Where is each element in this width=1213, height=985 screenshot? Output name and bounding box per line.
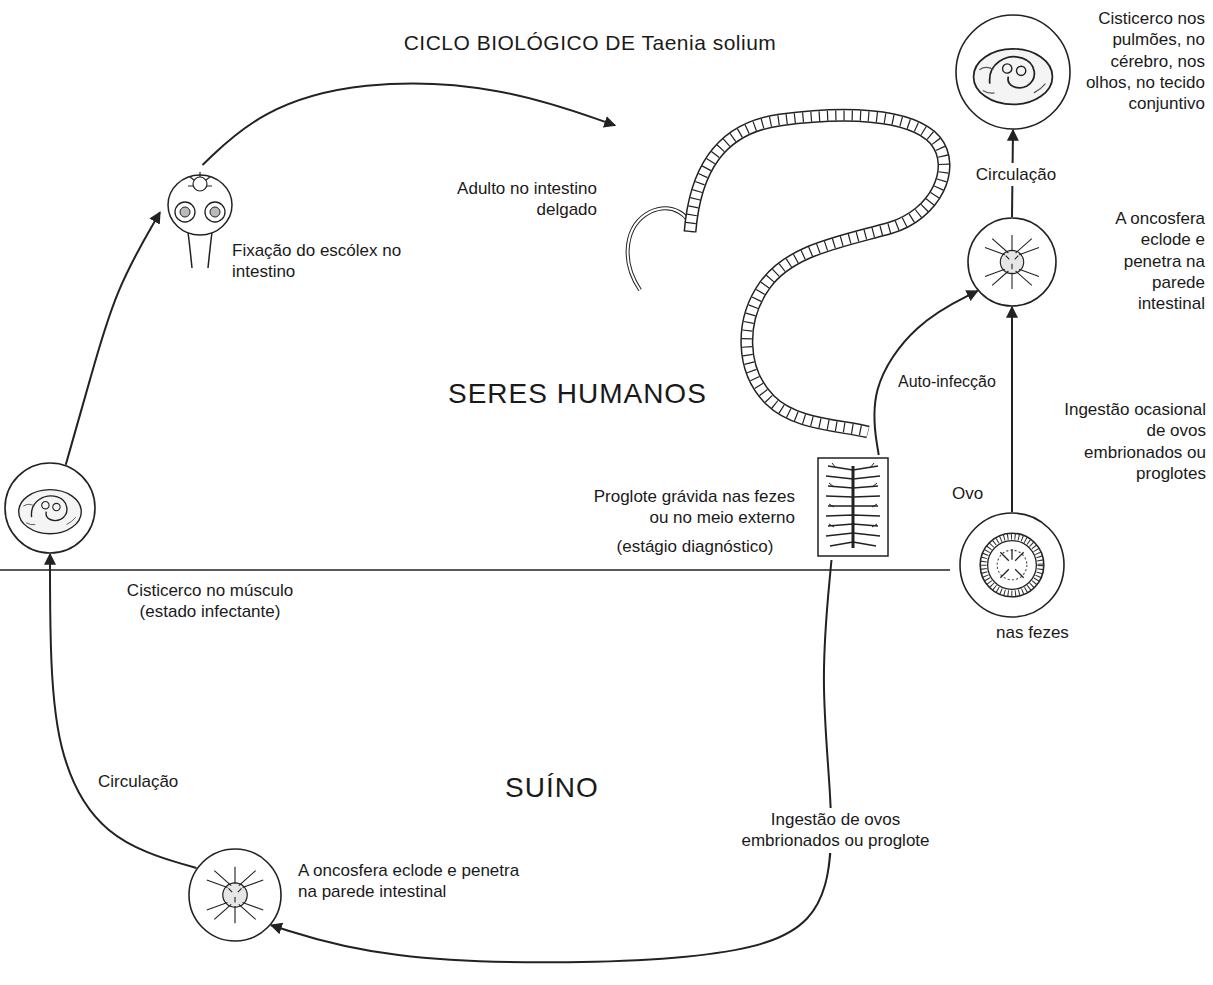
circle-outline bbox=[955, 14, 1071, 130]
proglottid-stage: Proglote grávida nas fezes ou no meio ex… bbox=[800, 455, 905, 560]
stage-label: Ovo bbox=[952, 483, 998, 504]
stage-label: Fixação do escólex no intestino bbox=[232, 240, 402, 283]
edge-label: Ingestão de ovos embrionados ou proglote bbox=[735, 808, 936, 853]
egg-figure bbox=[980, 533, 1044, 597]
proglottid-figure bbox=[818, 458, 888, 556]
circle-outline bbox=[956, 15, 1070, 129]
host-region-label: SUÍNO bbox=[505, 770, 599, 805]
cycle-arrow bbox=[203, 84, 616, 165]
cysticercus-figure bbox=[974, 49, 1053, 105]
cycle-arrow bbox=[271, 560, 831, 962]
cysticercus-figure bbox=[19, 490, 82, 534]
stage-circle: Ovonas fezes bbox=[959, 512, 1065, 618]
circle-outline bbox=[4, 462, 96, 554]
circle-outline bbox=[188, 848, 282, 942]
stage-label: nas fezes bbox=[985, 622, 1080, 643]
edge-label: Circulação bbox=[95, 770, 196, 793]
stage-label: Cisticerco nos pulmões, no cérebro, nos … bbox=[1077, 8, 1205, 114]
adult-worm-stage: Adulto no intestino delgado bbox=[615, 105, 960, 445]
diagram-title: CICLO BIOLÓGICO DE Taenia solium bbox=[340, 30, 840, 56]
oncosphere-figure bbox=[985, 235, 1039, 289]
stage-circle: A oncosfera eclode e penetra na parede i… bbox=[967, 217, 1057, 307]
circle-outline bbox=[960, 513, 1064, 617]
circle-outline bbox=[968, 218, 1056, 306]
circle-outline bbox=[5, 463, 95, 553]
circle-outline bbox=[189, 849, 281, 941]
stage-label: Proglote grávida nas fezes ou no meio ex… bbox=[578, 486, 795, 529]
circle-outline bbox=[967, 217, 1057, 307]
stage-circle: Cisticerco nos pulmões, no cérebro, nos … bbox=[955, 14, 1071, 130]
stage-circle: Cisticerco no músculo (estado infectante… bbox=[4, 462, 96, 554]
stage-label: A oncosfera eclode e penetra na parede i… bbox=[298, 860, 538, 903]
scolex-stage: Fixação do escólex no intestino bbox=[160, 165, 245, 270]
cycle-arrow bbox=[50, 554, 197, 868]
scolex bbox=[168, 172, 232, 268]
host-region-label: SERES HUMANOS bbox=[448, 376, 707, 411]
edge-label: Ingestão ocasional de ovos embrionados o… bbox=[1048, 398, 1209, 485]
edge-label: Auto-infecção bbox=[895, 371, 999, 393]
cycle-arrow bbox=[1011, 307, 1013, 512]
circle-outline bbox=[959, 512, 1065, 618]
host-separator bbox=[0, 569, 950, 571]
stage-label: Adulto no intestino delgado bbox=[447, 178, 597, 221]
cycle-arrow bbox=[66, 212, 160, 465]
oncosphere-figure bbox=[207, 867, 263, 923]
stage-note: (estágio diagnóstico) bbox=[600, 536, 790, 557]
edge-label: Circulação bbox=[966, 163, 1066, 186]
stage-label: A oncosfera eclode e penetra na parede i… bbox=[1085, 208, 1205, 314]
stage-label: Cisticerco no músculo (estado infectante… bbox=[110, 580, 310, 623]
stage-circle: A oncosfera eclode e penetra na parede i… bbox=[188, 848, 282, 942]
